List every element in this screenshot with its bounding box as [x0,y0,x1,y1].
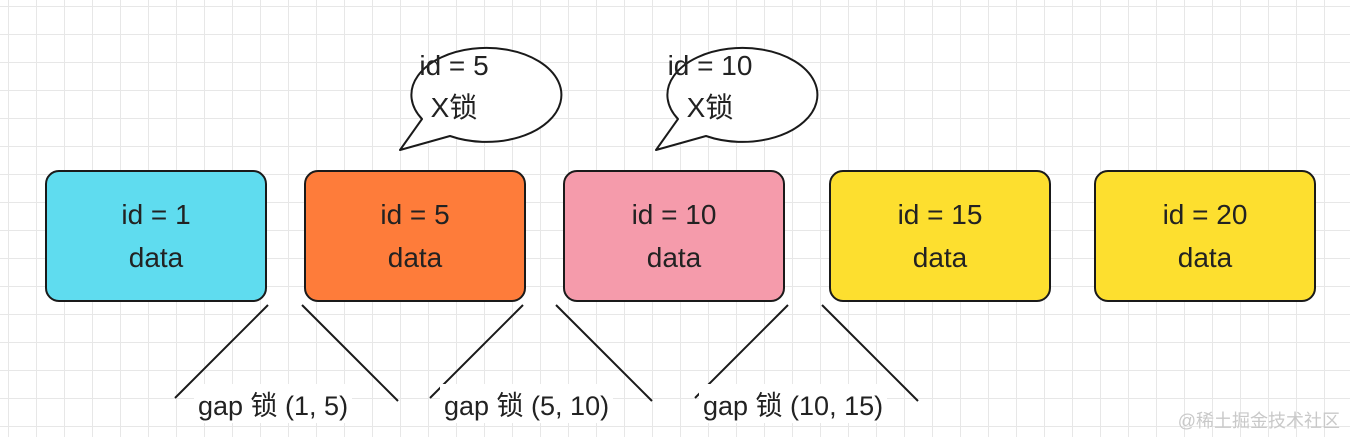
gap-1-right-line [301,304,399,402]
gap-2-right-line [555,304,653,402]
gap-label-5-10: gap 锁 (5, 10) [440,384,614,423]
gap-label-1-5: gap 锁 (1, 5) [194,384,353,423]
record-5-data: data [1177,242,1233,273]
gap-1-left-line [174,304,269,399]
bubble-2-line2: X锁 [686,92,734,123]
speech-bubble-1 [399,46,563,151]
gap-3-right-line [821,304,919,402]
watermark: @稀土掘金技术社区 [1177,411,1340,431]
gap-2-left-line [429,304,524,399]
bubble-1-text: id = 5 X锁 [379,45,529,129]
record-box-4: id = 15 data [829,170,1051,302]
gap-label-10-15: gap 锁 (10, 15) [699,384,888,423]
record-box-5: id = 20 data [1094,170,1316,302]
bubble-2-line1: id = 10 [667,50,753,81]
record-1-data: data [128,242,184,273]
record-1-id: id = 1 [121,199,191,230]
bubble-1-line1: id = 5 [419,50,489,81]
record-2-data: data [387,242,443,273]
bubble-2-text: id = 10 X锁 [635,45,785,129]
gap-3-left-line [694,304,789,399]
record-2-id: id = 5 [380,199,450,230]
record-5-id: id = 20 [1162,199,1248,230]
bubble-1-line2: X锁 [430,92,478,123]
record-box-1: id = 1 data [45,170,267,302]
record-box-2: id = 5 data [304,170,526,302]
record-box-3: id = 10 data [563,170,785,302]
speech-bubble-2 [655,46,819,151]
record-4-data: data [912,242,968,273]
record-3-id: id = 10 [631,199,717,230]
record-4-id: id = 15 [897,199,983,230]
record-3-data: data [646,242,702,273]
